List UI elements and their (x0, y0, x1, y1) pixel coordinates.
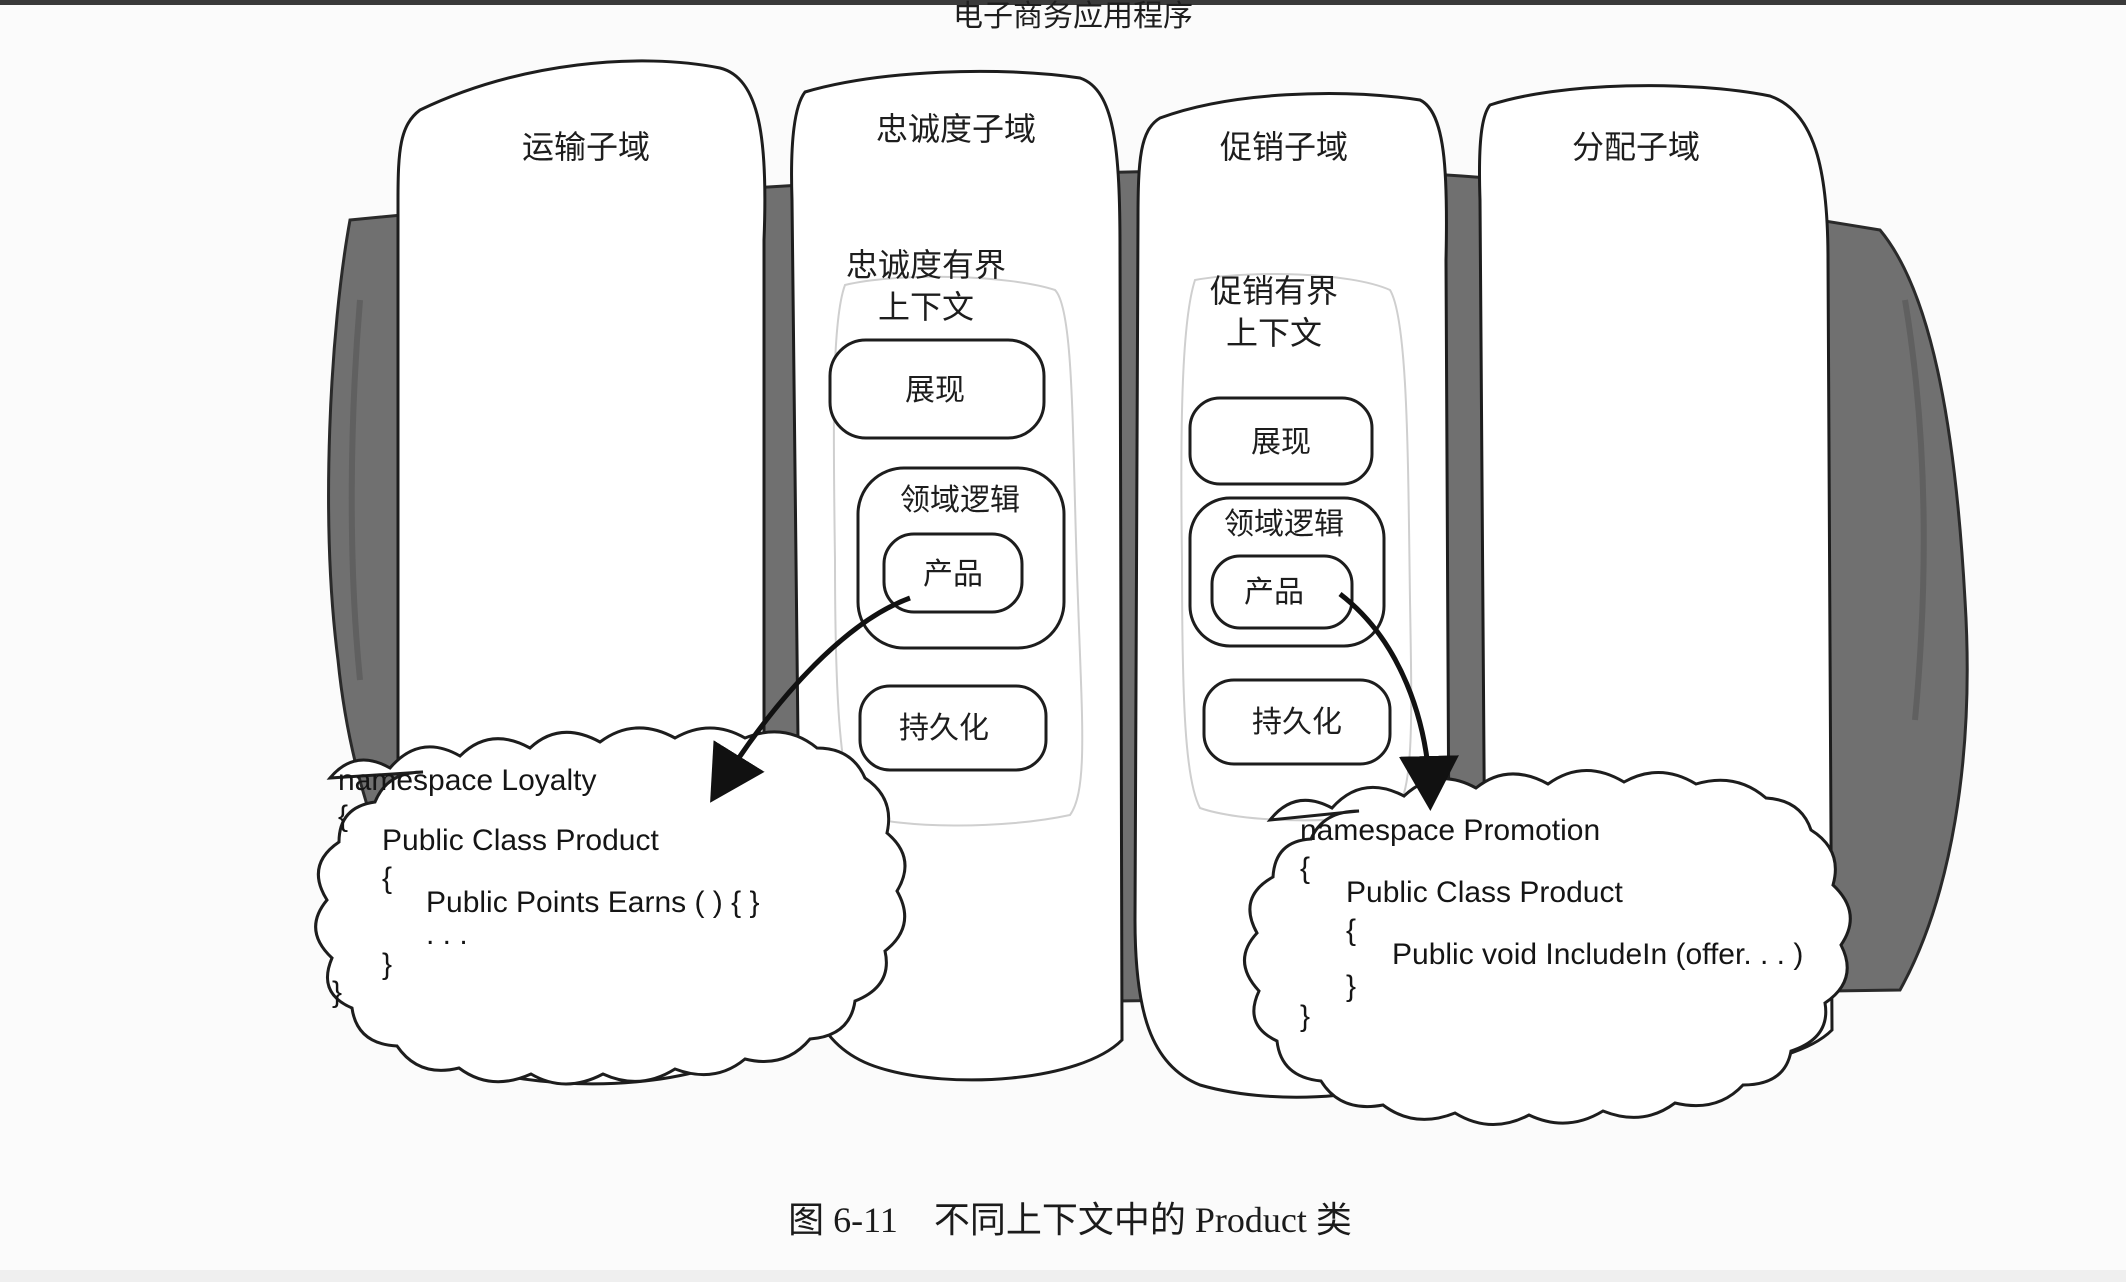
subdomain-promotion-label: 促销子域 (1220, 128, 1348, 166)
loyalty-code-close-brace: } (332, 976, 342, 1009)
subdomain-distribution-label: 分配子域 (1572, 128, 1700, 166)
loyalty-code-cloud (314, 726, 907, 1086)
promotion-code-class-open-brace: { (1346, 914, 1356, 947)
loyalty-code-class: Public Class Product (382, 824, 659, 857)
promotion-code-class: Public Class Product (1346, 876, 1623, 909)
band-texture (1902, 299, 1927, 721)
promotion-context-title-line2: 上下文 (1226, 314, 1322, 352)
subdomain-loyalty-label: 忠诚度子域 (876, 110, 1036, 148)
top-border (0, 0, 2126, 5)
loyalty-persistence-label: 持久化 (899, 711, 989, 746)
loyalty-product-label: 产品 (923, 557, 983, 592)
promotion-domain-logic-label: 领域逻辑 (1224, 507, 1344, 542)
promotion-presentation-label: 展现 (1251, 425, 1311, 460)
loyalty-code-class-close-brace: } (382, 948, 392, 981)
loyalty-code-class-open-brace: { (382, 862, 392, 895)
loyalty-code-open-brace: { (338, 800, 348, 833)
loyalty-bounded-context (832, 275, 1084, 827)
figure-caption: 图 6-11 不同上下文中的 Product 类 (788, 1200, 1352, 1240)
loyalty-persistence-box (858, 684, 1048, 772)
promotion-product-arrow (1338, 592, 1459, 811)
loyalty-product-arrow (710, 595, 911, 803)
promotion-product-label: 产品 (1244, 575, 1304, 610)
promotion-context-title-line1: 促销有界 (1210, 272, 1338, 310)
loyalty-code-method: Public Points Earns ( ) { } (426, 886, 760, 919)
promotion-code-class-close-brace: } (1346, 970, 1356, 1003)
promotion-persistence-box (1202, 678, 1392, 766)
promotion-persistence-label: 持久化 (1252, 705, 1342, 740)
promotion-code-cloud (1243, 769, 1852, 1126)
promotion-code-namespace: namespace Promotion (1300, 814, 1600, 847)
loyalty-context-title-line2: 上下文 (878, 288, 974, 326)
diagram-title: 电子商务应用程序 (953, 0, 1193, 34)
bottom-border (0, 1270, 2126, 1282)
subdomain-shipping-label: 运输子域 (522, 128, 650, 166)
loyalty-context-title-line1: 忠诚度有界 (846, 246, 1006, 284)
loyalty-code-ellipsis: . . . (426, 918, 468, 951)
loyalty-presentation-box (828, 338, 1046, 440)
loyalty-presentation-label: 展现 (905, 373, 965, 408)
band-texture (348, 299, 363, 681)
promotion-code-open-brace: { (1300, 852, 1310, 885)
promotion-code-method: Public void IncludeIn (offer. . . ) (1392, 938, 1803, 971)
loyalty-code-namespace: namespace Loyalty (338, 764, 597, 797)
loyalty-product-box (882, 532, 1024, 614)
loyalty-domain-logic-label: 领域逻辑 (900, 483, 1020, 518)
promotion-product-box (1210, 554, 1354, 630)
promotion-code-close-brace: } (1300, 1000, 1310, 1033)
promotion-presentation-box (1188, 396, 1374, 486)
